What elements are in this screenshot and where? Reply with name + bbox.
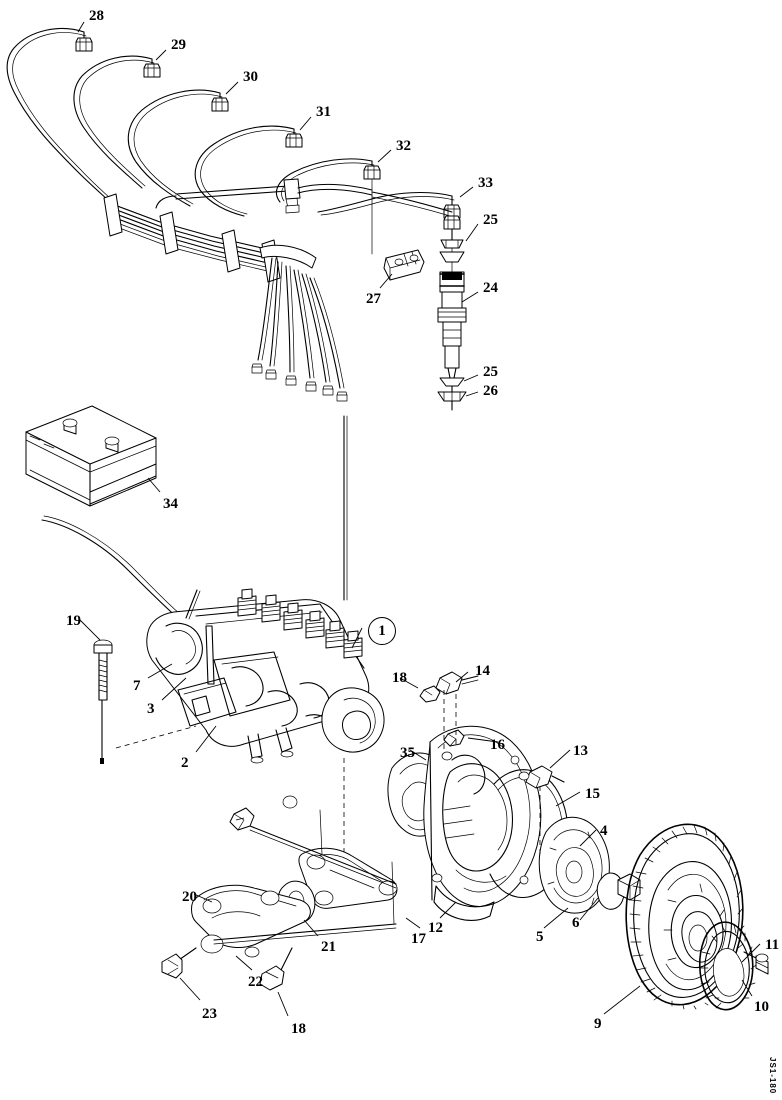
injection-pump-assembly (146, 415, 385, 764)
control-box-34 (25, 405, 157, 507)
callout-17-support-bracket: 17 (411, 931, 426, 947)
callout-5-washer-spacer: 5 (536, 929, 544, 945)
callout-2-pump-housing-lower: 2 (181, 755, 189, 771)
gear-housing-assembly (387, 725, 569, 921)
callout-10-coupling-flange: 10 (754, 999, 769, 1015)
callout-7-pump-bracket: 7 (133, 678, 141, 694)
callout-33-fuel-line-no6: 33 (478, 175, 493, 191)
callout-32-fuel-line-no5: 32 (396, 138, 411, 154)
injection-pipes (251, 244, 348, 402)
callout-20-mounting-bracket-left: 20 (182, 889, 197, 905)
callout-12-gear-housing-cover: 12 (428, 920, 443, 936)
coupling-flange-10 (698, 921, 769, 1011)
callout-14-bolt-long: 14 (475, 663, 490, 679)
callout-6-nut-retainer: 6 (572, 915, 580, 931)
fuel-rail-trunk (103, 193, 281, 283)
callout-29-fuel-line-no2: 29 (171, 37, 186, 53)
control-cable (41, 515, 181, 619)
callout-13-bolt-short: 13 (573, 743, 588, 759)
mounting-brackets (161, 795, 398, 991)
drive-hub-assembly (538, 816, 641, 914)
fuel-injector-assembly (437, 215, 467, 411)
callout-16-stud-nut: 16 (490, 737, 505, 753)
callout-25-sealing-washer: 25 (483, 364, 498, 380)
callout-26-nozzle-seal: 26 (483, 383, 498, 399)
callout-34-control-box-battery: 34 (163, 496, 178, 512)
line-clamp-bracket-27 (383, 249, 425, 281)
stud-bolt-19 (93, 639, 113, 764)
callout-27-line-clamp-bracket: 27 (366, 291, 381, 307)
callout-35-gasket-adapter: 35 (400, 745, 415, 761)
callout-4-drive-hub: 4 (600, 823, 608, 839)
callout-28-fuel-line-no1: 28 (89, 8, 104, 24)
callout-11-bolt-coupling: 11 (765, 937, 780, 953)
callout-15-gasket-cover: 15 (585, 786, 600, 802)
callout-30-fuel-line-no3: 30 (243, 69, 258, 85)
callout-9-ring-gear-flywheel: 9 (594, 1016, 602, 1032)
fuel-line-harness (6, 28, 461, 402)
callout-18-washer: 18 (291, 1021, 306, 1037)
callout-25-sealing-washer: 25 (483, 212, 498, 228)
callout-31-fuel-line-no4: 31 (316, 104, 331, 120)
callout-1-fuel-injection-pump-assembly: 1 (368, 617, 396, 645)
callout-23-bolt-hex: 23 (202, 1006, 217, 1022)
callout-3-pump-mounting-flange: 3 (147, 701, 155, 717)
callout-22-bolt-bracket: 22 (248, 974, 263, 990)
callout-19-stud-bolt-long: 19 (66, 613, 81, 629)
drawing-reference-code: JS1-180 (768, 1056, 777, 1094)
callout-21-spacer-bushing: 21 (321, 939, 336, 955)
leader-lines (77, 21, 761, 1017)
fastener-group (115, 671, 565, 858)
pump-plungers (237, 588, 363, 659)
callout-24-fuel-injector-nozzle: 24 (483, 280, 498, 296)
callout-18-washer: 18 (392, 670, 407, 686)
